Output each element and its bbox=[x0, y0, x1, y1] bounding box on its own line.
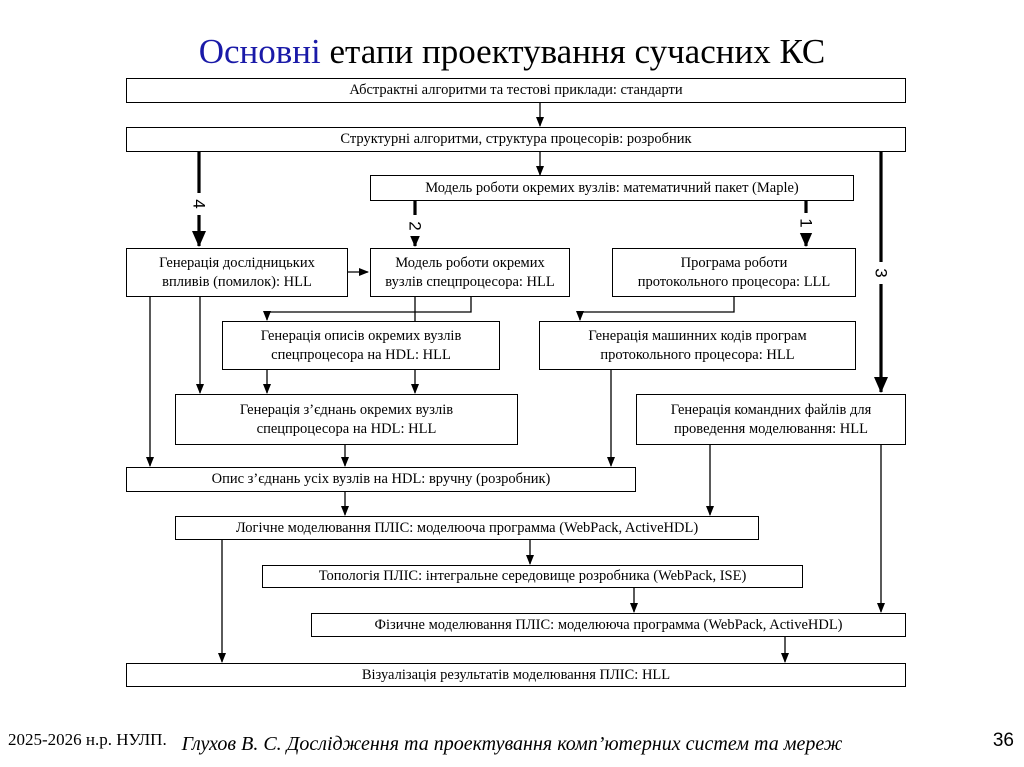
box-generate-machine-codes: Генерація машинних кодів програм протоко… bbox=[539, 321, 856, 370]
box-visualization: Візуалізація результатів моделювання ПЛІ… bbox=[126, 663, 906, 687]
box-logic-simulation: Логічне моделювання ПЛІС: моделюоча прог… bbox=[175, 516, 759, 540]
path-label-1: 1 bbox=[797, 218, 816, 227]
box-abstract-algorithms: Абстрактні алгоритми та тестові приклади… bbox=[126, 78, 906, 103]
title-accent: Основні bbox=[198, 32, 321, 71]
box-topology: Топологія ПЛІС: інтегральне середовище р… bbox=[262, 565, 803, 588]
path-label-4: 4 bbox=[190, 199, 209, 208]
box-generate-connections: Генерація з’єднань окремих вузлів спецпр… bbox=[175, 394, 518, 445]
arrow-protocol-genmachine bbox=[576, 297, 735, 321]
box-model-nodes: Модель роботи окремих вузлів: математичн… bbox=[370, 175, 854, 201]
footer-academic-year: 2025-2026 н.р. НУЛП. bbox=[8, 730, 167, 749]
footer-course-title: Глухов В. С. Дослідження та проектування… bbox=[181, 733, 843, 755]
box-generate-descriptions: Генерація описів окремих вузлів спецпроц… bbox=[222, 321, 500, 370]
footer-page-number: 36 bbox=[992, 730, 1014, 751]
box-generate-command-files: Генерація командних файлів для проведенн… bbox=[636, 394, 906, 445]
slide-title: Основні етапи проектування сучасних КС bbox=[0, 30, 1024, 74]
box-structural-algorithms: Структурні алгоритми, структура процесор… bbox=[126, 127, 906, 152]
box-model-specialprocessor: Модель роботи окремих вузлів спецпроцесо… bbox=[370, 248, 570, 297]
path-label-3: 3 bbox=[872, 268, 891, 277]
box-describe-all-connections: Опис з’єднань усіх вузлів на HDL: вручну… bbox=[126, 467, 636, 492]
path-label-2: 2 bbox=[406, 221, 425, 230]
title-rest: етапи проектування сучасних КС bbox=[320, 32, 826, 71]
box-physical-simulation: Фізичне моделювання ПЛІС: моделююча прог… bbox=[311, 613, 906, 637]
arrow-modelspecial-gendesc bbox=[263, 297, 472, 321]
box-protocol-program: Програма роботи протокольного процесора:… bbox=[612, 248, 856, 297]
box-test-generation: Генерація дослідницьких впливів (помилок… bbox=[126, 248, 348, 297]
